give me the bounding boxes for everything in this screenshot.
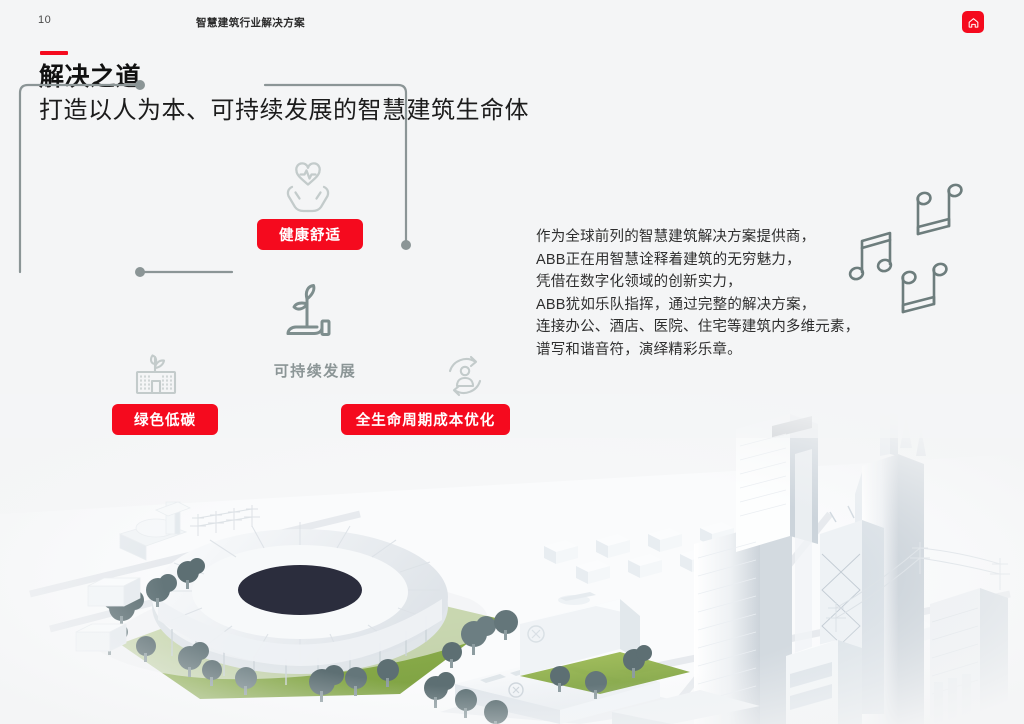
badge-lifecycle-cost[interactable]: 全生命周期成本优化 [341, 404, 510, 435]
diagram-connectors [18, 80, 411, 277]
home-button[interactable] [962, 11, 984, 33]
green-building-icon [135, 354, 177, 395]
connector-dot-bottom-middle [135, 267, 145, 277]
home-icon [968, 17, 978, 28]
header-title: 智慧建筑行业解决方案 [196, 17, 305, 29]
badge-green-low-carbon[interactable]: 绿色低碳 [112, 404, 218, 435]
page-subtitle: 打造以人为本、可持续发展的智慧建筑生命体 [39, 97, 529, 124]
city-illustration [0, 394, 1024, 724]
lifecycle-person-icon [448, 355, 482, 397]
body-paragraph: 作为全球前列的智慧建筑解决方案提供商， ABB正在用智慧诠释着建筑的无穷魅力， … [536, 229, 860, 358]
title-accent-rule [40, 51, 68, 55]
badge-lifecycle-cost-label: 全生命周期成本优化 [355, 413, 496, 429]
connector-dot-bottom-right [401, 240, 411, 250]
page-title: 解决之道 [39, 63, 142, 91]
center-label: 可持续发展 [273, 363, 357, 380]
badge-green-low-carbon-label: 绿色低碳 [134, 413, 196, 429]
page-number: 10 [38, 14, 52, 26]
connector-dot-top-left [135, 80, 145, 90]
badge-health-comfort-label: 健康舒适 [279, 228, 341, 244]
heart-in-hands-icon [286, 162, 330, 213]
plant-in-hand-icon [286, 284, 331, 336]
music-notes-icon [848, 183, 963, 314]
badge-health-comfort[interactable]: 健康舒适 [257, 219, 363, 250]
